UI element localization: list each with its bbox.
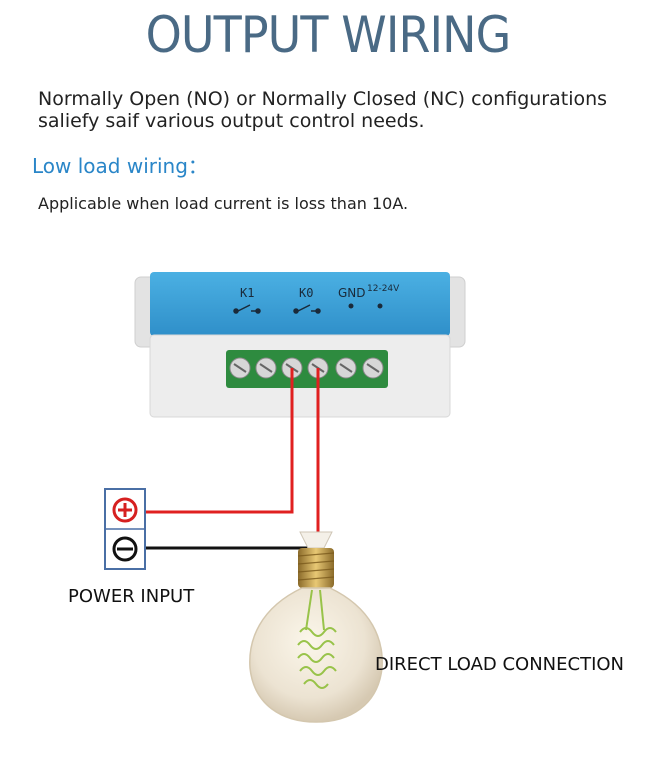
- k0-switch-symbol: [293, 304, 321, 314]
- screw-terminal: [255, 357, 277, 379]
- light-bulb-icon: [249, 531, 383, 723]
- k1-label: K1: [240, 286, 254, 300]
- section-title: Low load wiring：: [32, 154, 208, 178]
- power-input-label: POWER INPUT: [68, 586, 195, 607]
- direct-load-label: DIRECT LOAD CONNECTION: [375, 654, 625, 675]
- description-text: Normally Open (NO) or Normally Closed (N…: [38, 88, 608, 132]
- minus-circle-icon: [112, 536, 138, 562]
- vin-dot: [377, 303, 383, 309]
- power-input-terminal: [104, 488, 146, 570]
- k0-label: K0: [299, 286, 313, 300]
- screw-terminal: [229, 357, 251, 379]
- positive-wire: [145, 368, 294, 514]
- plus-circle-icon: [112, 497, 138, 523]
- module-face: [150, 272, 450, 336]
- screw-terminal: [362, 357, 384, 379]
- screw-terminal: [335, 357, 357, 379]
- k1-switch-symbol: [233, 304, 261, 314]
- gnd-dot: [348, 303, 354, 309]
- gnd-label: GND: [338, 286, 366, 300]
- relay-module: K1 K0 GND 12-24V: [134, 272, 466, 418]
- bulb-filament: [297, 589, 337, 689]
- applicable-text: Applicable when load current is loss tha…: [38, 194, 409, 213]
- page-title: OUTPUT WIRING: [145, 6, 512, 64]
- voltage-label: 12-24V: [367, 284, 400, 294]
